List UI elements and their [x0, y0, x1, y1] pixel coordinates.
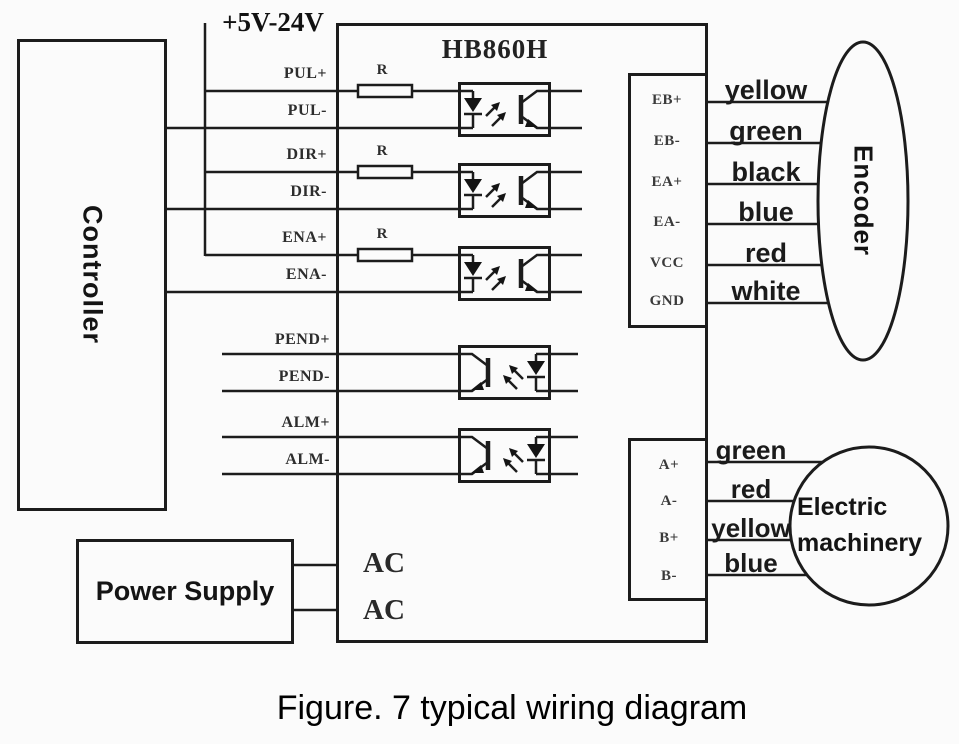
optocoupler-dir — [458, 165, 551, 217]
ac-terminal-label: AC — [363, 594, 405, 626]
encoder-label: Encoder — [848, 145, 879, 257]
signal-label-ena-plus: ENA+ — [282, 229, 327, 246]
encoder-pin-vcc: VCC — [650, 255, 684, 271]
resistor-label: R — [376, 143, 388, 159]
motor-connector-box — [628, 438, 708, 601]
motor-circle — [788, 445, 950, 607]
signal-label-alm-minus: ALM- — [285, 451, 330, 468]
optocoupler-alm — [458, 430, 551, 482]
encoder-wire-color: white — [731, 276, 801, 306]
encoder-wires — [708, 100, 836, 305]
motor-wire-color: red — [730, 474, 772, 504]
motor-pin-b-minus: B- — [661, 568, 677, 584]
encoder-pin-eb-minus: EB- — [653, 133, 681, 149]
encoder-pin-gnd: GND — [649, 293, 685, 309]
signal-label-dir-minus: DIR- — [290, 183, 327, 200]
resistors — [356, 83, 414, 263]
resistor-label: R — [376, 62, 388, 78]
signal-wires — [166, 89, 582, 476]
encoder-ellipse — [816, 40, 910, 362]
motor-wire-color: yellow — [711, 513, 791, 543]
encoder-wire-color: green — [729, 116, 803, 146]
signal-label-alm-plus: ALM+ — [281, 414, 330, 431]
motor-pin-a-minus: A- — [660, 493, 678, 509]
signal-label-pul-minus: PUL- — [287, 102, 327, 119]
encoder-wire-color: yellow — [724, 75, 808, 105]
controller-label: Controller — [77, 205, 108, 345]
signal-label-pend-plus: PEND+ — [274, 331, 330, 348]
power-supply-box — [76, 539, 294, 644]
encoder-wire-color: black — [731, 157, 801, 187]
power-supply-label: Power Supply — [95, 576, 275, 606]
figure-caption: Figure. 7 typical wiring diagram — [276, 689, 748, 727]
encoder-wire-color: red — [744, 238, 788, 268]
signal-label-ena-minus: ENA- — [285, 266, 327, 283]
encoder-wire-color: blue — [738, 197, 794, 227]
controller-box — [17, 39, 167, 511]
motor-pin-a-plus: A+ — [658, 457, 680, 473]
encoder-pin-ea-plus: EA+ — [651, 174, 683, 190]
resistor-label: R — [376, 226, 388, 242]
ac-terminal-label: AC — [363, 547, 405, 579]
encoder-pin-eb-plus: EB+ — [651, 92, 683, 108]
resistor — [356, 164, 414, 180]
resistor — [356, 247, 414, 263]
optocoupler-ena — [458, 248, 551, 300]
signal-label-pul-plus: PUL+ — [283, 65, 327, 82]
driver-box — [336, 23, 708, 643]
optocoupler-pul — [458, 84, 551, 136]
motor-wire-color: blue — [724, 548, 778, 578]
encoder-connector-box — [628, 73, 708, 328]
motor-wire-color: green — [715, 435, 787, 465]
ac-wires — [293, 563, 337, 612]
encoder-pin-ea-minus: EA- — [653, 214, 681, 230]
optocoupler-pend — [458, 347, 551, 399]
motor-label: Electric machinery — [797, 493, 923, 557]
driver-title: HB860H — [441, 34, 549, 64]
signal-label-pend-minus: PEND- — [278, 368, 330, 385]
signal-label-dir-plus: DIR+ — [286, 146, 327, 163]
supply-voltage-label: +5V-24V — [222, 7, 324, 37]
motor-pin-b-plus: B+ — [659, 530, 679, 546]
resistor — [356, 83, 414, 99]
